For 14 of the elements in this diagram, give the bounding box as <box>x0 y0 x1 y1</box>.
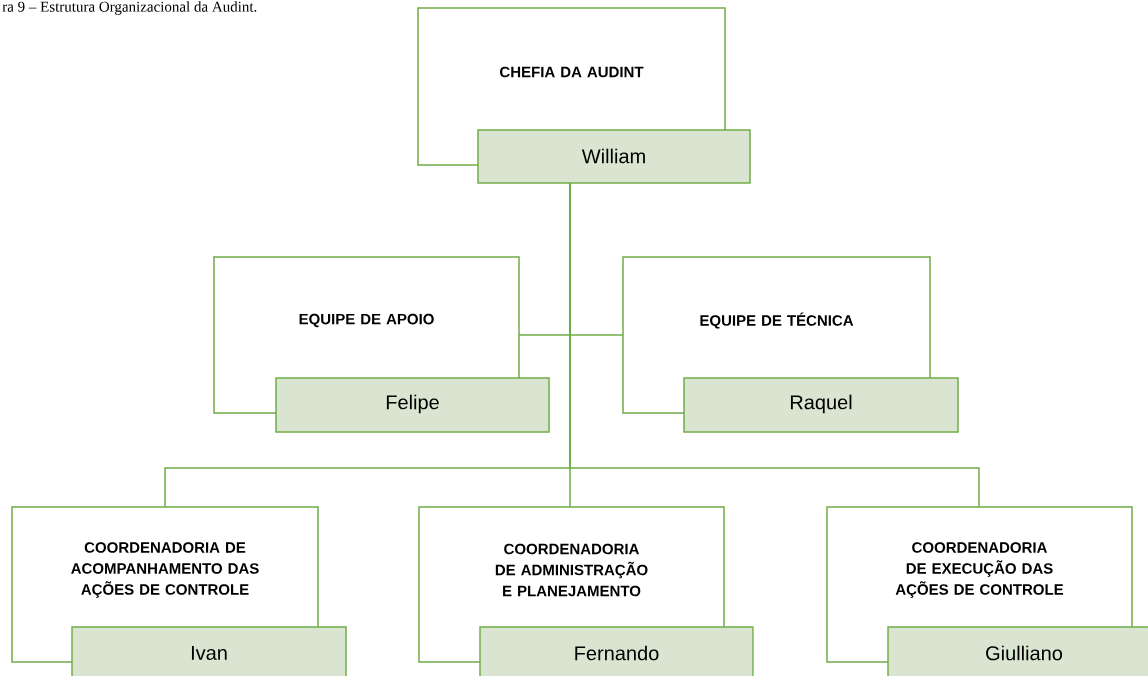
connector-line <box>569 182 980 508</box>
unit-title: CHEFIA DA AUDINT <box>500 66 644 78</box>
unit-title: COORDENADORIA DE EXECUÇÃO DAS AÇÕES DE CONTROLE <box>895 542 1064 598</box>
name-box: Giulliano <box>887 626 1148 676</box>
name-box: Fernando <box>479 626 754 676</box>
title: ra 9 – Estrutura Organizacional da Audint. <box>2 1 257 15</box>
name-box: William <box>477 129 751 184</box>
unit-title: COORDENADORIA DE ADMINISTRAÇÃO E PLANEJAMENTO <box>495 543 648 597</box>
unit-title: EQUIPE DE TÉCNICA <box>700 312 854 329</box>
unit-title: EQUIPE DE APOIO <box>299 313 434 328</box>
unit-title: COORDENADORIA DE ACOMPANHAMENTO DAS AÇÕES DE CONTROLE <box>71 542 259 598</box>
name-box: Raquel <box>683 377 959 433</box>
name-box: Felipe <box>275 377 550 433</box>
name-box: Ivan <box>71 626 347 676</box>
